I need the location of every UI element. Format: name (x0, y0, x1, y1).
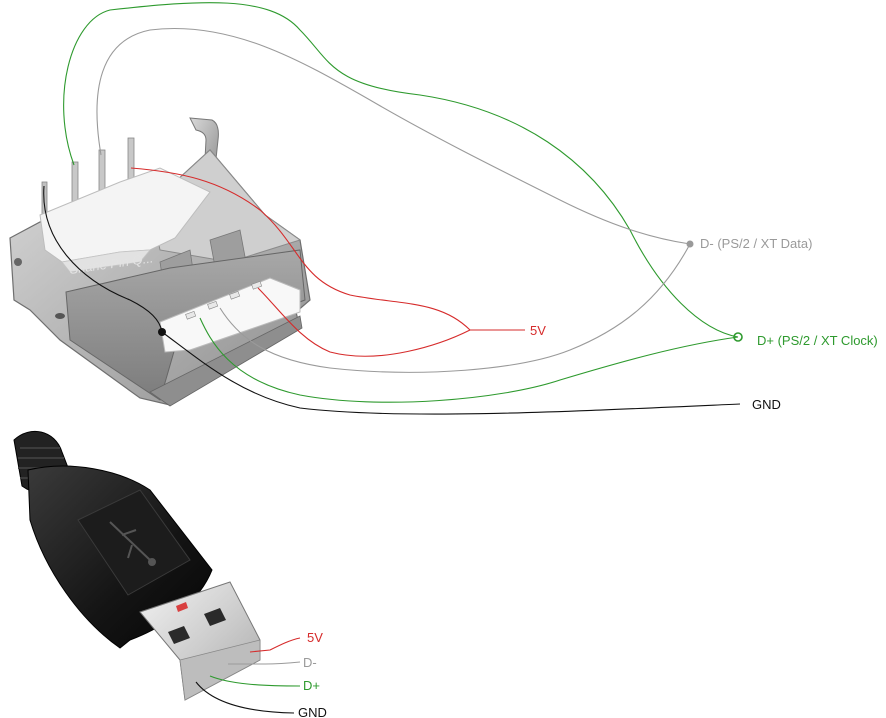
socket-tongue (159, 277, 301, 353)
label-dplus: D+ (PS/2 / XT Clock) (757, 333, 878, 348)
wire-gnd-contact (161, 331, 741, 415)
usb-trident-icon (109, 521, 156, 566)
wire-5v-contact (257, 287, 525, 357)
plug-wire-dminus (228, 661, 301, 665)
socket-contact-dplus (207, 301, 219, 310)
plug-label-dplus: D+ (303, 678, 320, 693)
wire-5v-pin (130, 167, 471, 331)
dminus-junction (686, 240, 694, 248)
wire-gnd-pin (43, 185, 163, 333)
plug-wire-5v (249, 637, 301, 653)
plug-label-dminus: D- (303, 655, 317, 670)
label-5v: 5V (530, 323, 546, 338)
plug-window-left (168, 626, 190, 644)
gnd-junction (158, 328, 166, 336)
dplus-junction (733, 332, 743, 342)
plug-wires (195, 637, 301, 714)
usb-a-socket: Shane Pin Q... (9, 117, 311, 407)
usb-a-plug (13, 431, 261, 701)
socket-top-plate (149, 149, 302, 263)
socket-pin-housing (39, 167, 211, 263)
plug-logo-panel (77, 489, 191, 596)
plug-wire-gnd (195, 681, 295, 714)
label-gnd: GND (752, 397, 781, 412)
socket-contact-dminus (229, 291, 241, 300)
socket-pin-3 (127, 137, 135, 183)
plug-window-right (204, 608, 226, 626)
plug-label-5v: 5V (307, 630, 323, 645)
wire-dminus-pin (96, 27, 691, 245)
socket-contact-5v (251, 281, 263, 290)
wire-dplus-pin (63, 2, 739, 338)
socket-wires (43, 2, 743, 415)
socket-pin-1 (71, 161, 79, 203)
socket-hole (14, 258, 22, 266)
socket-contact-gnd (185, 311, 197, 320)
wire-dminus-contact (219, 243, 691, 373)
plug-label-gnd: GND (298, 705, 327, 718)
socket-bottom-rail (149, 315, 303, 407)
socket-pin-2 (98, 149, 106, 195)
wire-dplus-contact (199, 317, 739, 403)
plug-wire-dplus (209, 675, 301, 687)
label-dminus: D- (PS/2 / XT Data) (700, 236, 812, 251)
